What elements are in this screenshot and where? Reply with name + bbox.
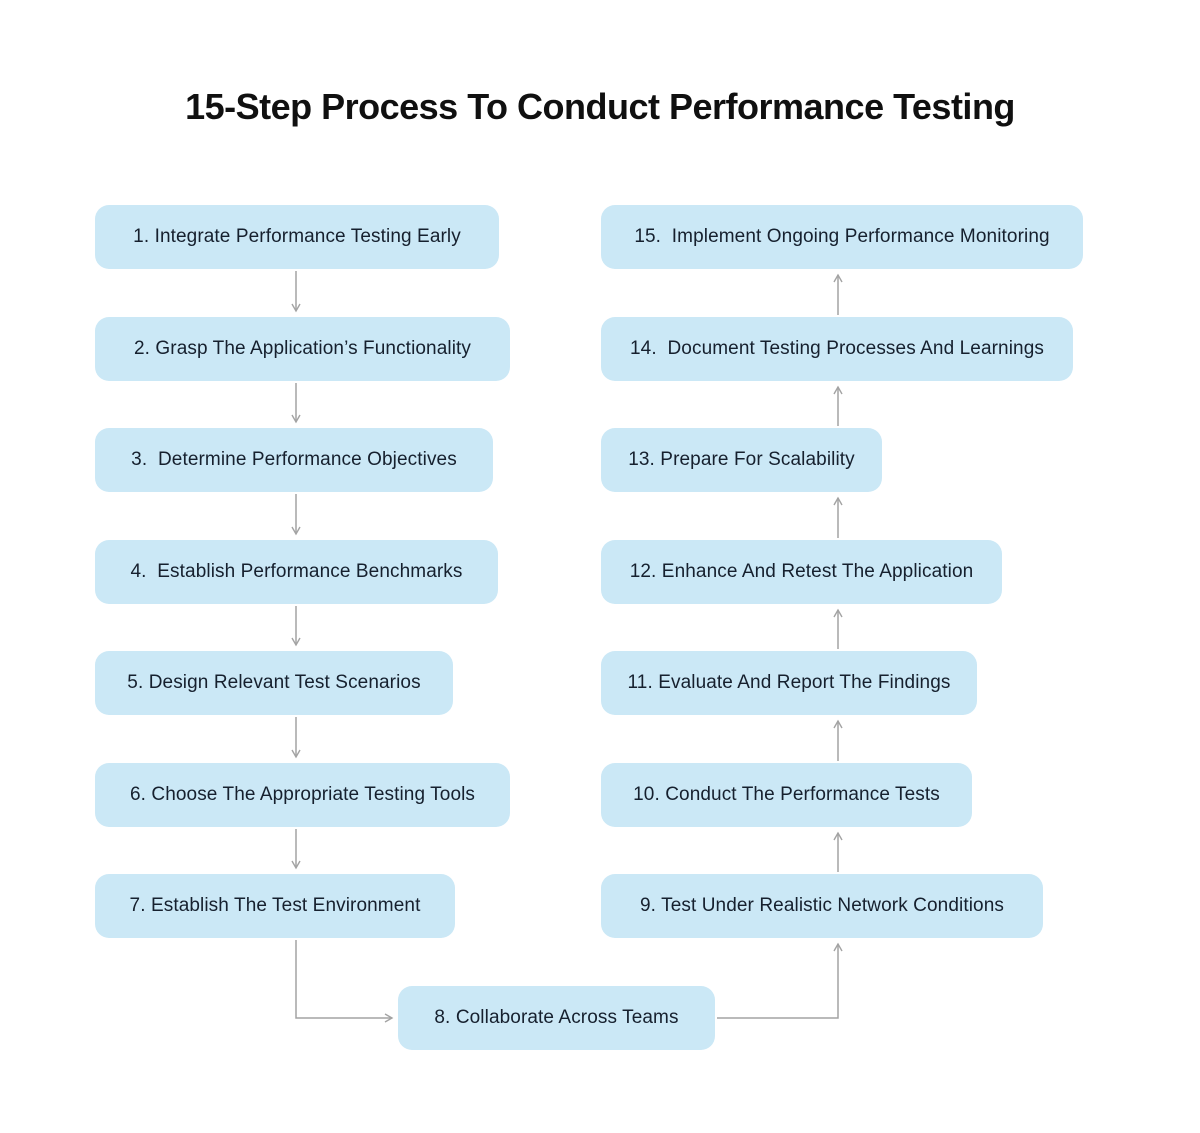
step-box-2: 2. Grasp The Application’s Functionality	[95, 317, 510, 381]
step-box-5: 5. Design Relevant Test Scenarios	[95, 651, 453, 715]
step-box-14: 14. Document Testing Processes And Learn…	[601, 317, 1073, 381]
step-box-12: 12. Enhance And Retest The Application	[601, 540, 1002, 604]
step-box-9: 9. Test Under Realistic Network Conditio…	[601, 874, 1043, 938]
diagram-title: 15-Step Process To Conduct Performance T…	[185, 86, 1015, 127]
step-box-3: 3. Determine Performance Objectives	[95, 428, 493, 492]
arrow-8-to-9	[717, 942, 843, 1019]
step-box-10: 10. Conduct The Performance Tests	[601, 763, 972, 827]
step-box-6: 6. Choose The Appropriate Testing Tools	[95, 763, 510, 827]
step-box-15: 15. Implement Ongoing Performance Monito…	[601, 205, 1083, 269]
step-box-8: 8. Collaborate Across Teams	[398, 986, 715, 1050]
step-box-7: 7. Establish The Test Environment	[95, 874, 455, 938]
step-box-4: 4. Establish Performance Benchmarks	[95, 540, 498, 604]
arrow-7-to-8	[295, 940, 394, 1023]
step-box-11: 11. Evaluate And Report The Findings	[601, 651, 977, 715]
step-box-13: 13. Prepare For Scalability	[601, 428, 882, 492]
step-box-1: 1. Integrate Performance Testing Early	[95, 205, 499, 269]
